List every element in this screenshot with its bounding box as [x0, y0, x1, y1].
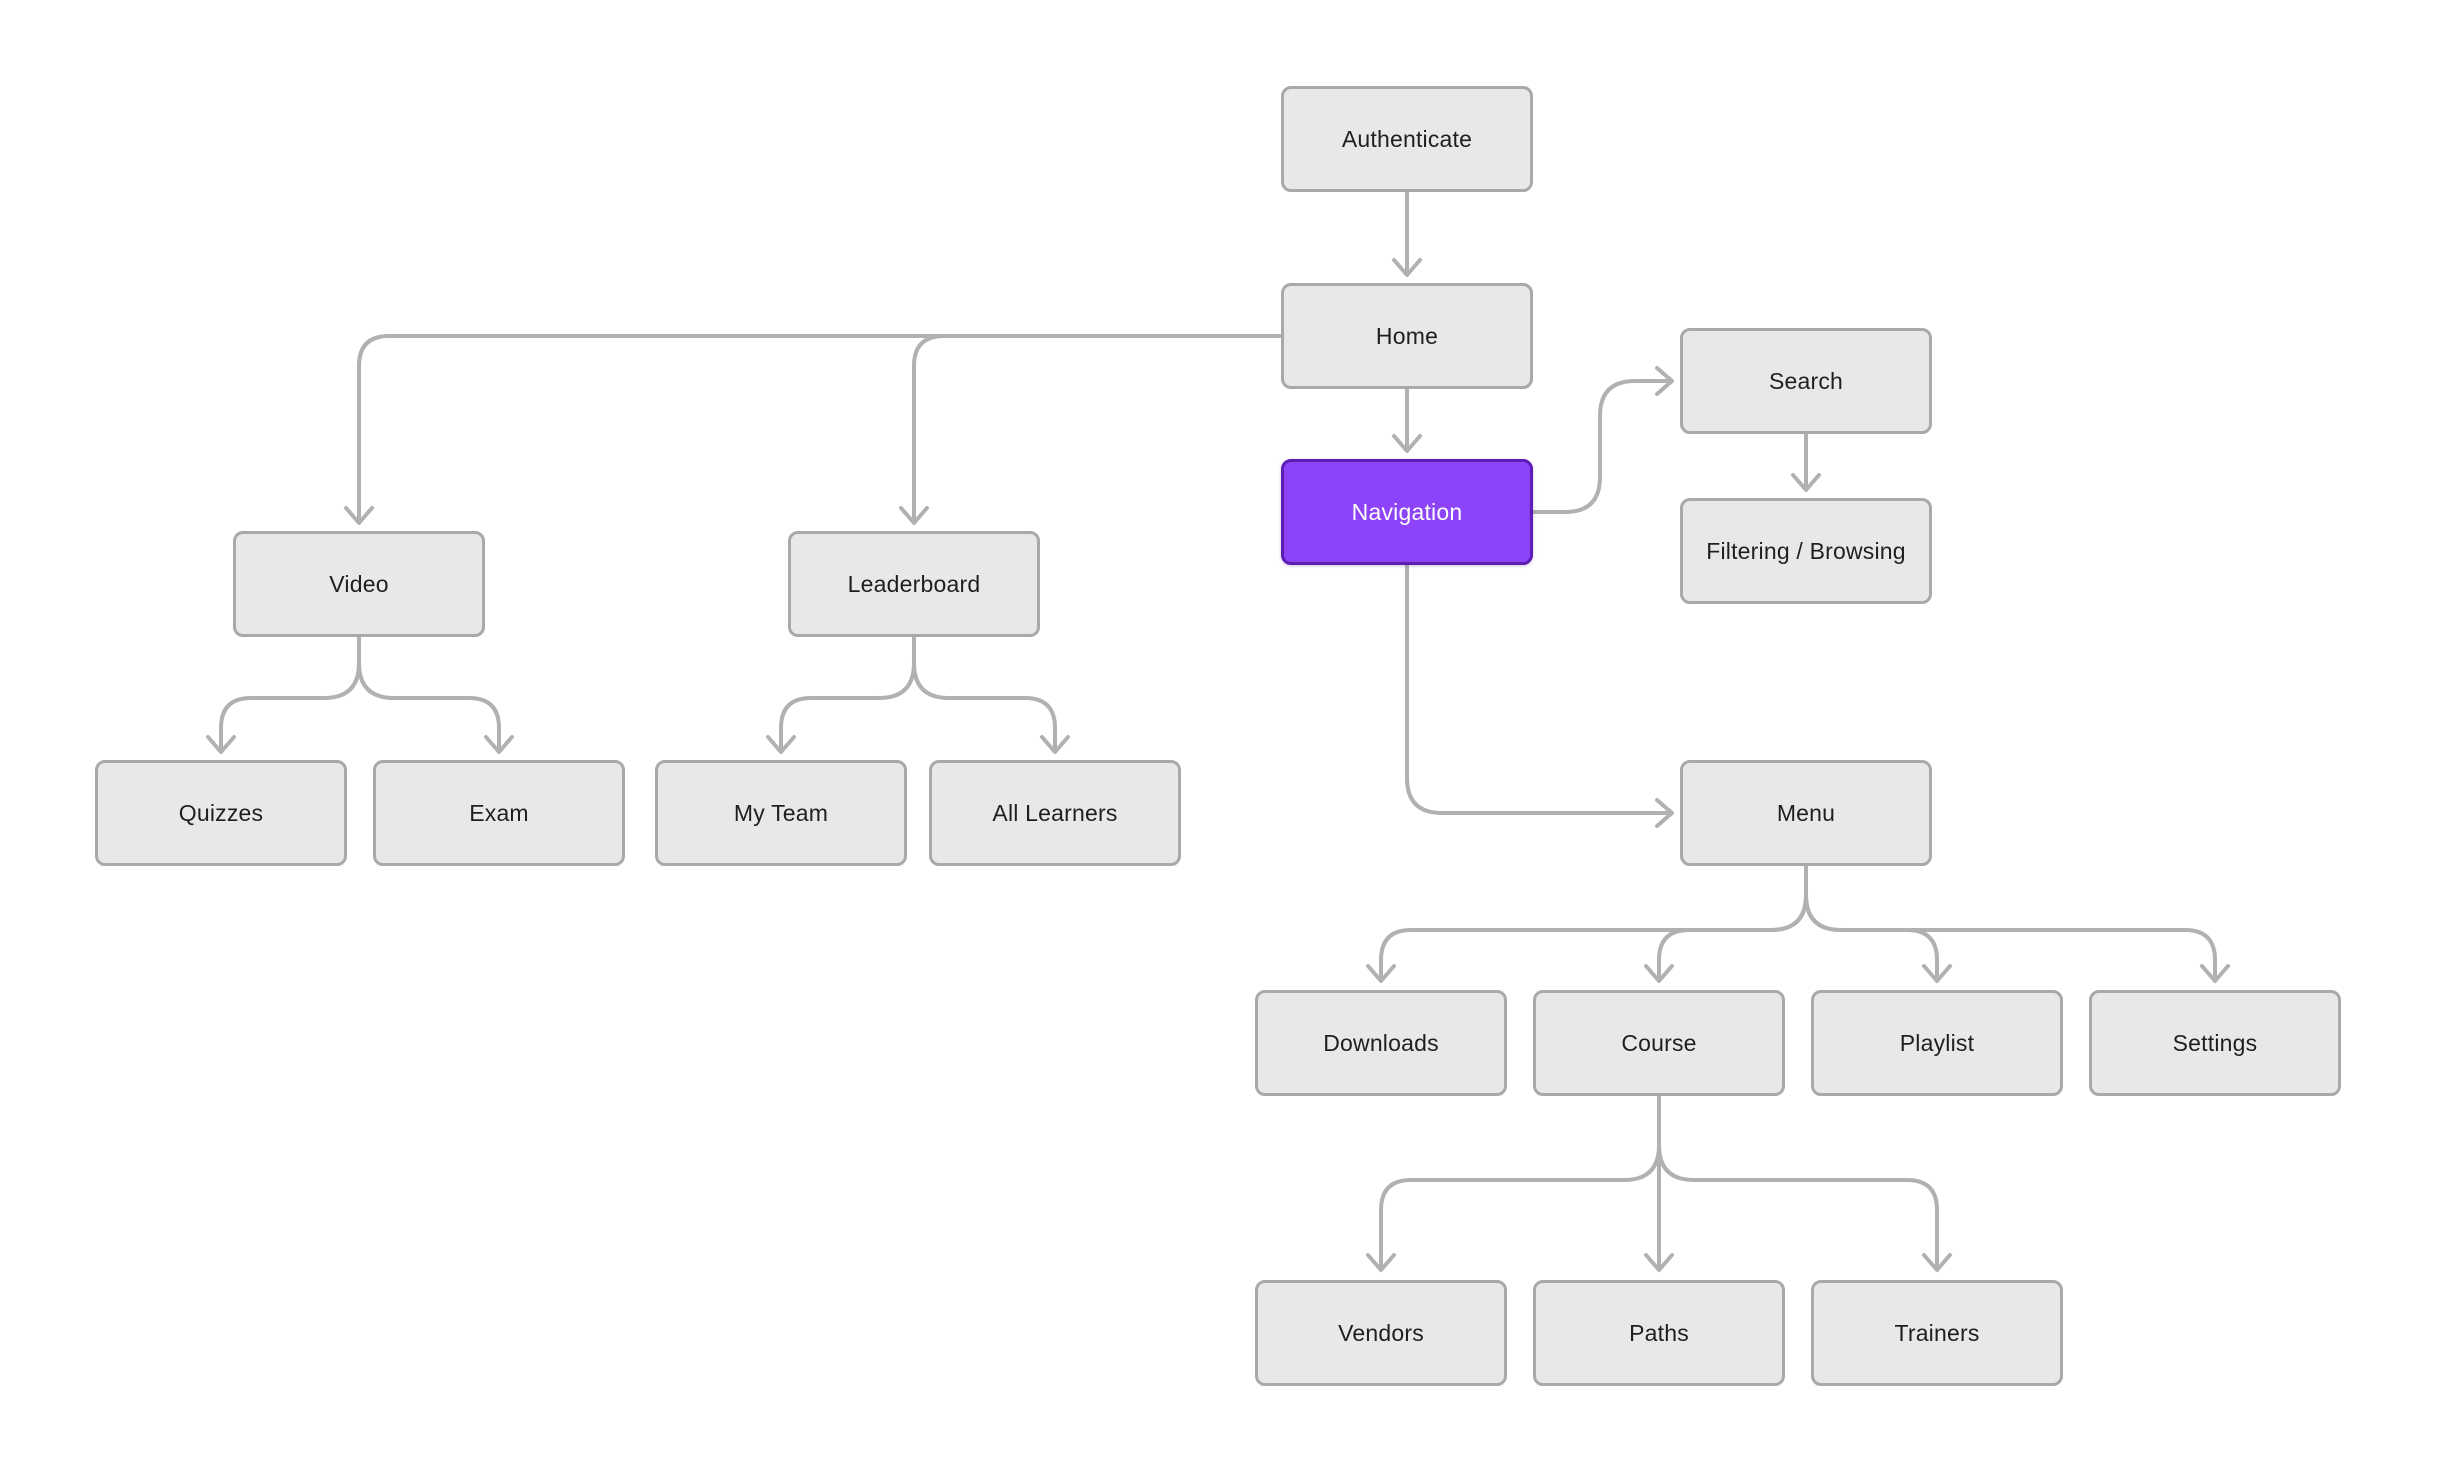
node-vendors[interactable]: Vendors: [1255, 1280, 1507, 1386]
node-menu-label: Menu: [1776, 799, 1836, 826]
node-course[interactable]: Course: [1533, 990, 1785, 1096]
edge-home-navigation: [1392, 387, 1422, 453]
node-search-label: Search: [1768, 367, 1844, 394]
node-video-label: Video: [329, 570, 389, 597]
edge-menu-settings: [1804, 864, 2230, 983]
node-downloads-label: Downloads: [1323, 1029, 1439, 1056]
node-leaderboard-label: Leaderboard: [847, 570, 981, 597]
edge-navigation-search: [1531, 366, 1674, 514]
edge-course-trainers: [1657, 1094, 1952, 1272]
node-filtering-browsing[interactable]: Filtering / Browsing: [1680, 498, 1932, 604]
edge-authenticate-home: [1392, 190, 1422, 277]
edge-navigation-menu: [1405, 563, 1674, 828]
edge-home-leaderboard: [899, 334, 1283, 525]
edge-home-video: [344, 334, 1283, 525]
node-authenticate[interactable]: Authenticate: [1281, 86, 1533, 192]
node-trainers-label: Trainers: [1894, 1319, 1980, 1346]
node-trainers[interactable]: Trainers: [1811, 1280, 2063, 1386]
edge-menu-course: [1644, 864, 1808, 983]
node-filtering-browsing-label: Filtering / Browsing: [1706, 537, 1906, 564]
edge-course-vendors: [1366, 1094, 1661, 1272]
node-course-label: Course: [1621, 1029, 1697, 1056]
node-my-team-label: My Team: [733, 799, 829, 826]
edge-menu-playlist: [1804, 864, 1952, 983]
node-home-label: Home: [1375, 322, 1439, 349]
node-paths-label: Paths: [1629, 1319, 1689, 1346]
node-navigation-label: Navigation: [1351, 498, 1463, 525]
node-paths[interactable]: Paths: [1533, 1280, 1785, 1386]
node-playlist-label: Playlist: [1899, 1029, 1975, 1056]
node-exam-label: Exam: [469, 799, 529, 826]
node-my-team[interactable]: My Team: [655, 760, 907, 866]
node-authenticate-label: Authenticate: [1341, 125, 1473, 152]
node-playlist[interactable]: Playlist: [1811, 990, 2063, 1096]
node-all-learners-label: All Learners: [992, 799, 1118, 826]
node-menu[interactable]: Menu: [1680, 760, 1932, 866]
edge-leaderboard-alllearners: [912, 635, 1070, 754]
edge-leaderboard-myteam: [766, 635, 916, 754]
node-downloads[interactable]: Downloads: [1255, 990, 1507, 1096]
node-navigation[interactable]: Navigation: [1281, 459, 1533, 565]
node-quizzes-label: Quizzes: [178, 799, 264, 826]
edge-video-quizzes: [206, 635, 361, 754]
node-home[interactable]: Home: [1281, 283, 1533, 389]
edge-search-filtering: [1791, 432, 1821, 492]
node-all-learners[interactable]: All Learners: [929, 760, 1181, 866]
node-vendors-label: Vendors: [1338, 1319, 1424, 1346]
node-settings-label: Settings: [2172, 1029, 2258, 1056]
node-leaderboard[interactable]: Leaderboard: [788, 531, 1040, 637]
node-quizzes[interactable]: Quizzes: [95, 760, 347, 866]
edge-video-exam: [357, 635, 514, 754]
node-exam[interactable]: Exam: [373, 760, 625, 866]
node-video[interactable]: Video: [233, 531, 485, 637]
node-settings[interactable]: Settings: [2089, 990, 2341, 1096]
edge-menu-downloads: [1366, 864, 1808, 983]
node-search[interactable]: Search: [1680, 328, 1932, 434]
